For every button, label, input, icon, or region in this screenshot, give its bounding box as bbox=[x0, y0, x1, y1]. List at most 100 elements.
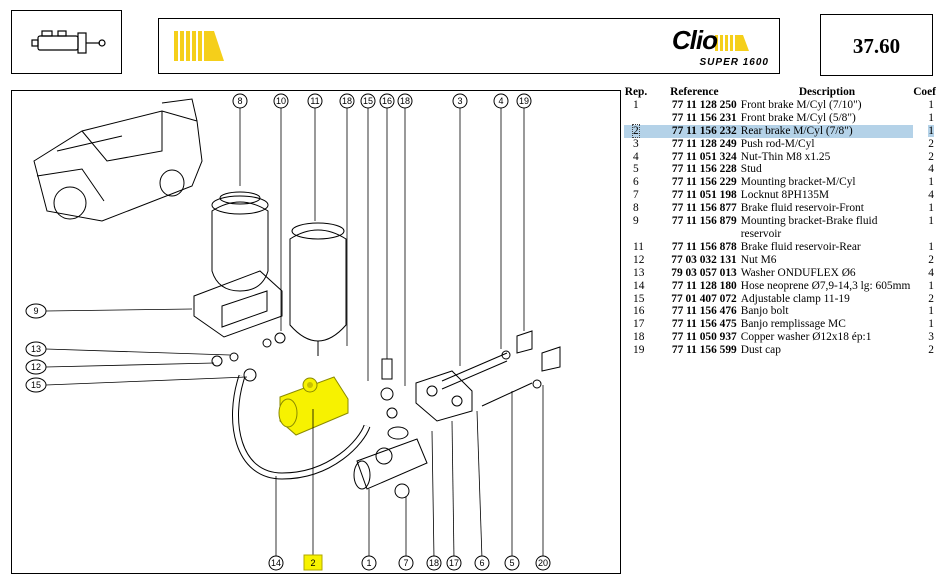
svg-text:1: 1 bbox=[366, 558, 371, 568]
callout-18-top: 18 bbox=[339, 93, 355, 109]
master-cylinder-icon bbox=[31, 30, 106, 54]
row-rep: 9 bbox=[624, 215, 648, 241]
row-coef: 2 bbox=[913, 151, 936, 164]
callout-20: 20 bbox=[535, 555, 551, 571]
row-description-text: Brake fluid reservoir-Front bbox=[740, 202, 864, 215]
row-reference-text: 77 01 407 072 bbox=[671, 292, 737, 305]
column-header-reference: Reference bbox=[670, 86, 719, 98]
row-reference: 77 11 128 249 bbox=[648, 138, 741, 151]
row-rep: 1 bbox=[624, 99, 648, 112]
row-reference-text: 79 03 057 013 bbox=[671, 266, 737, 279]
row-reference-text: 77 11 156 229 bbox=[671, 176, 737, 189]
row-description-text: Dust cap bbox=[740, 344, 781, 357]
row-rep-text: 4 bbox=[633, 150, 639, 163]
row-rep-text: 2 bbox=[632, 123, 640, 138]
svg-text:20: 20 bbox=[538, 558, 548, 568]
row-coef-text: 2 bbox=[928, 137, 934, 150]
brand-logo: Clio SUPER 1600 bbox=[649, 25, 769, 69]
row-coef: 2 bbox=[913, 293, 936, 306]
svg-text:15: 15 bbox=[31, 380, 41, 390]
row-reference-text: 77 11 128 249 bbox=[671, 137, 737, 150]
left-callouts: 9 13 12 15 bbox=[25, 303, 47, 393]
row-description: Banjo bolt bbox=[741, 305, 913, 318]
row-reference-text: 77 11 156 475 bbox=[671, 318, 737, 331]
row-rep: 13 bbox=[624, 267, 648, 280]
callout-4: 4 bbox=[493, 93, 509, 109]
row-coef: 1 bbox=[913, 215, 936, 241]
row-coef-text: 4 bbox=[928, 266, 934, 279]
row-rep: 18 bbox=[624, 331, 648, 344]
row-reference: 77 11 156 879 bbox=[648, 215, 741, 241]
row-description: Push rod-M/Cyl bbox=[741, 138, 913, 151]
brand-subtitle: SUPER 1600 bbox=[699, 57, 769, 68]
page-number-box: 37.60 bbox=[820, 14, 933, 76]
row-reference: 77 11 050 937 bbox=[648, 331, 741, 344]
callout-2-highlighted: 2 bbox=[303, 554, 323, 571]
row-rep: 5 bbox=[624, 163, 648, 176]
row-rep-text: 19 bbox=[633, 344, 645, 357]
row-reference-text: 77 11 156 228 bbox=[671, 163, 737, 176]
row-coef: 1 bbox=[913, 99, 936, 112]
row-rep: 11 bbox=[624, 241, 648, 254]
row-description-text: Banjo bolt bbox=[740, 305, 789, 318]
row-coef-text: 1 bbox=[928, 176, 934, 189]
row-reference-text: 77 11 156 877 bbox=[671, 202, 737, 215]
row-rep-text: 17 bbox=[633, 318, 645, 331]
callout-18-top-b: 18 bbox=[397, 93, 413, 109]
row-description: Mounting bracket-Brake fluid reservoir bbox=[741, 215, 913, 241]
row-coef: 2 bbox=[913, 138, 936, 151]
column-header-coef: Coef bbox=[913, 86, 936, 98]
brand-name: Clio bbox=[671, 25, 718, 55]
row-rep-text: 12 bbox=[633, 253, 645, 266]
callout-13: 13 bbox=[25, 341, 47, 357]
row-coef-text: 1 bbox=[928, 124, 934, 137]
row-rep-text: 11 bbox=[633, 240, 644, 253]
svg-text:11: 11 bbox=[310, 96, 319, 106]
top-callouts: 8 10 11 18 15 16 18 3 4 19 bbox=[232, 93, 532, 109]
row-reference-text: 77 11 156 878 bbox=[671, 240, 737, 253]
row-description: Nut M6 bbox=[741, 254, 913, 267]
callout-16: 16 bbox=[379, 93, 395, 109]
svg-text:5: 5 bbox=[509, 558, 514, 568]
page-number: 37.60 bbox=[852, 34, 901, 58]
row-description-text: Nut-Thin M8 x1.25 bbox=[740, 150, 831, 163]
row-reference: 77 11 156 229 bbox=[648, 176, 741, 189]
row-coef: 2 bbox=[913, 344, 936, 357]
row-reference: 77 03 032 131 bbox=[648, 254, 741, 267]
row-rep-text: 9 bbox=[633, 215, 639, 228]
row-description: Front brake M/Cyl (7/10") bbox=[741, 99, 913, 112]
brand-stripes-icon bbox=[715, 35, 749, 51]
row-reference: 77 11 156 599 bbox=[648, 344, 741, 357]
row-description-text: Nut M6 bbox=[740, 253, 777, 266]
row-rep-text: 14 bbox=[633, 279, 645, 292]
row-rep-text: 7 bbox=[633, 189, 639, 202]
row-rep: 4 bbox=[624, 151, 648, 164]
callout-9: 9 bbox=[25, 303, 47, 319]
row-reference: 77 01 407 072 bbox=[648, 293, 741, 306]
row-coef: 1 bbox=[913, 112, 936, 125]
callout-6: 6 bbox=[474, 555, 490, 571]
row-coef: 4 bbox=[913, 189, 936, 202]
bottom-callouts: 14 2 1 7 18 17 6 5 20 bbox=[268, 554, 551, 571]
column-header-description: Description bbox=[798, 86, 856, 98]
